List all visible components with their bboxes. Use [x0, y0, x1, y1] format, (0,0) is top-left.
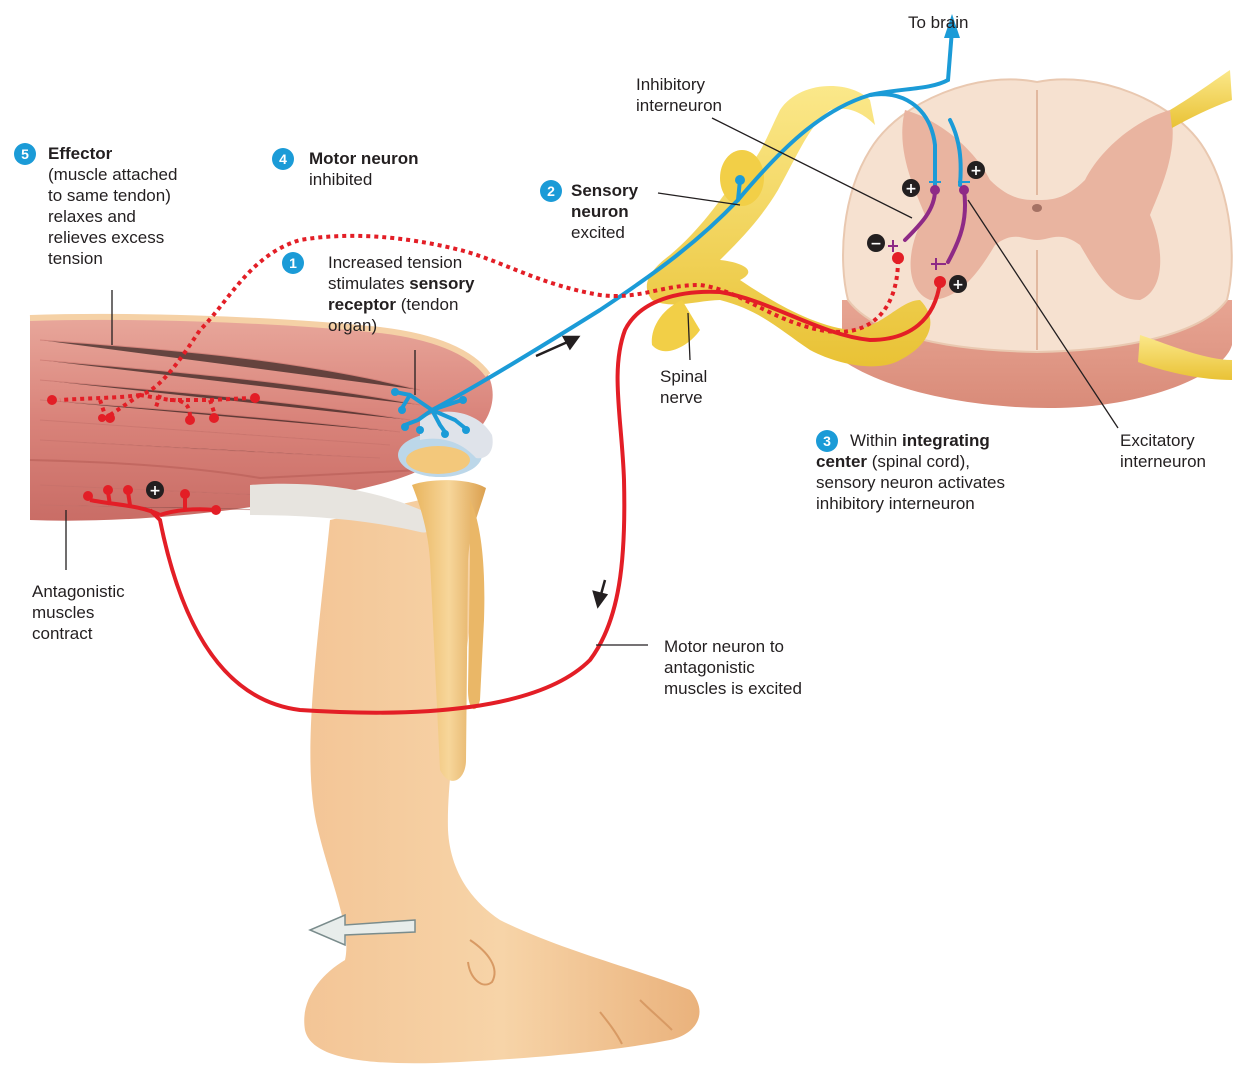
step-3: 3 Within integrating center (spinal cord…	[816, 430, 1005, 514]
step-4: 4 Motor neuron inhibited	[272, 148, 419, 190]
leg-skin	[304, 500, 699, 1063]
spinal-nerve-label: Spinal nerve	[660, 366, 707, 408]
step-2: 2 Sensory neuron excited	[540, 180, 638, 243]
step-5-badge: 5	[14, 143, 36, 165]
sign-plus-3: +	[952, 277, 964, 293]
sign-minus: −	[870, 236, 882, 252]
motor-neuron-antagonistic-label: Motor neuron to antagonistic muscles is …	[664, 636, 802, 699]
sign-plus-1: +	[905, 181, 917, 197]
step-3-badge: 3	[816, 430, 838, 452]
sign-plus-4: +	[149, 483, 161, 499]
step-2-badge: 2	[540, 180, 562, 202]
antagonistic-muscles-label: Antagonistic muscles contract	[32, 581, 125, 644]
step-5: 5 Effector (muscle attached to same tend…	[14, 143, 177, 269]
step-4-badge: 4	[272, 148, 294, 170]
to-brain-label: To brain	[908, 12, 968, 33]
excitatory-interneuron-label: Excitatory interneuron	[1120, 430, 1206, 472]
signal-arrows	[536, 337, 606, 606]
step-1: 1 Increased tension stimulates sensory r…	[282, 252, 474, 336]
step-1-badge: 1	[282, 252, 304, 274]
inhibitory-interneuron-label: Inhibitory interneuron	[636, 74, 722, 116]
sign-plus-2: +	[970, 163, 982, 179]
